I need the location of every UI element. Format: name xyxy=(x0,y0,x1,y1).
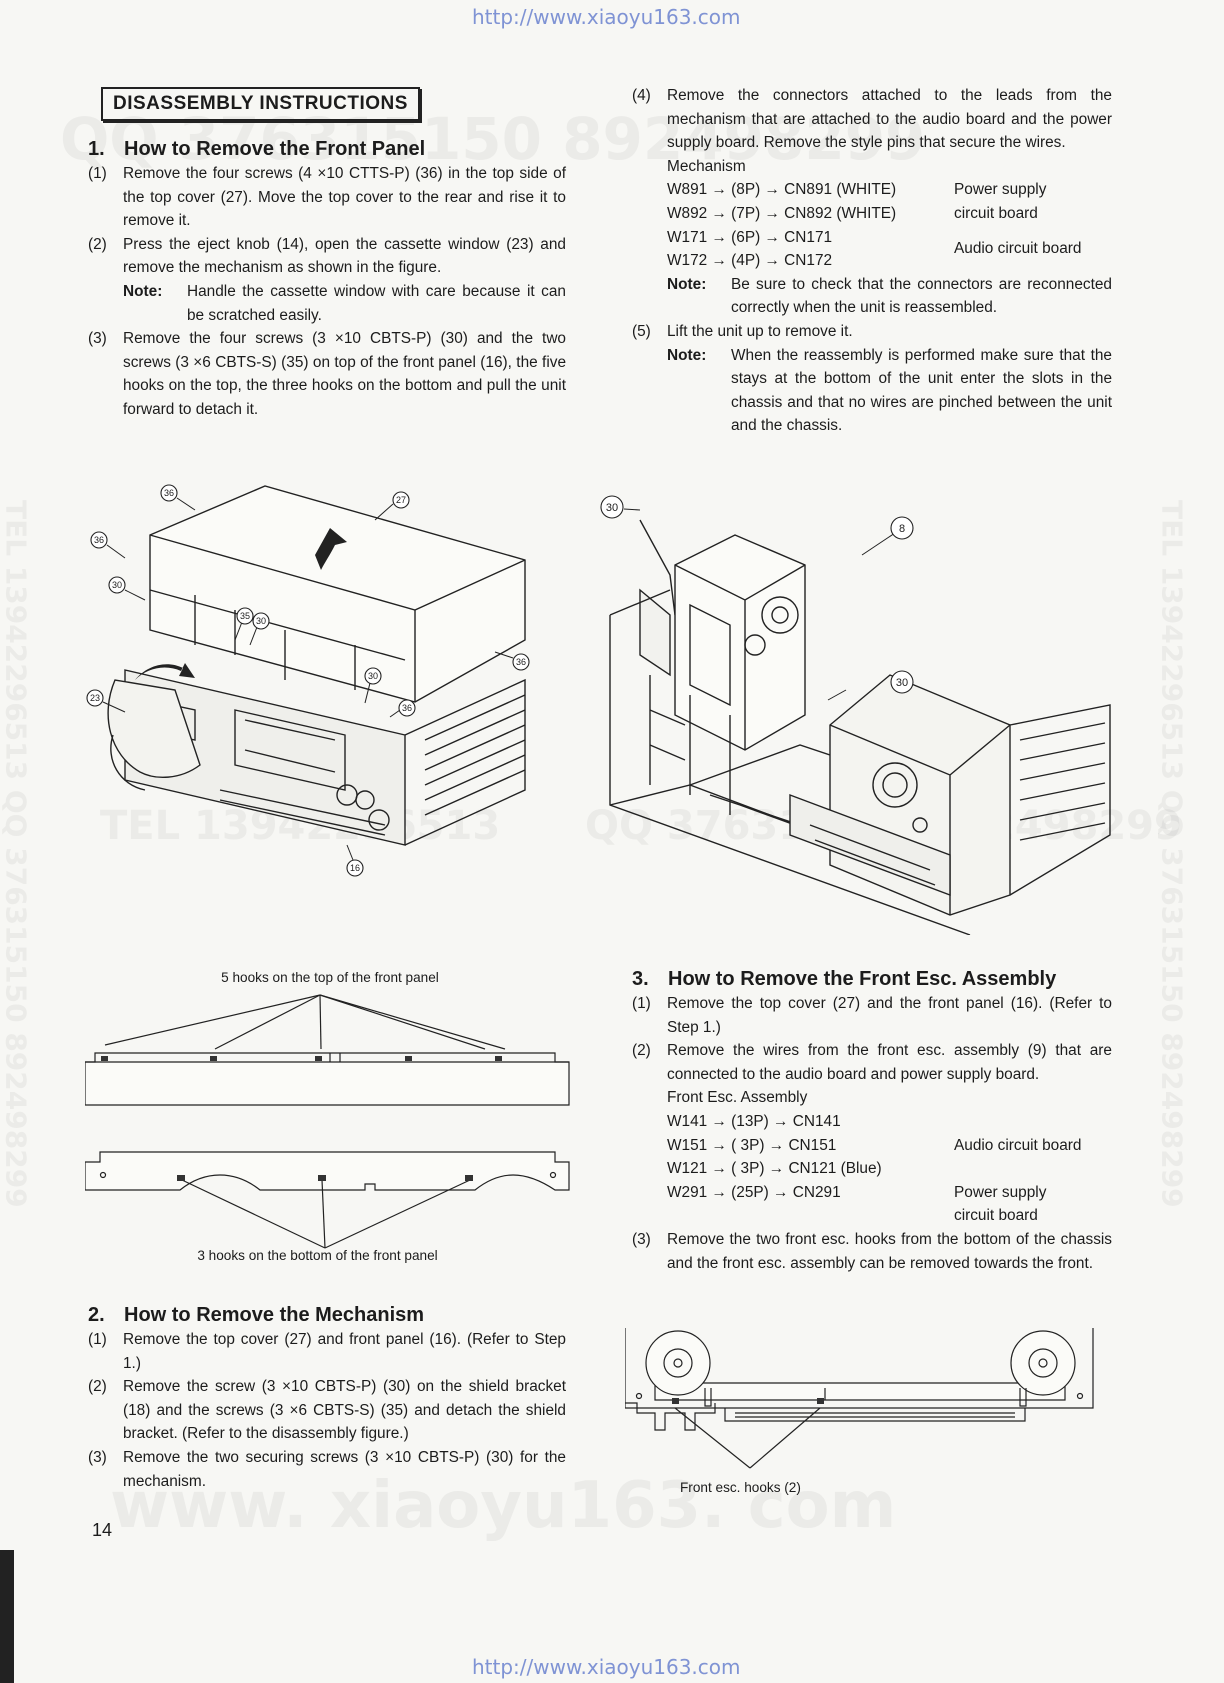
connector-dest: circuit board xyxy=(954,204,1038,222)
callout-30: 30 xyxy=(256,616,266,626)
callout-30: 30 xyxy=(606,502,618,514)
watermark-vertical-right: TEL 13942296513 QQ 376315150 892498299 xyxy=(1155,500,1189,1208)
connector-row: W172 → (4P) → CN172 xyxy=(667,252,833,270)
header-url[interactable]: http://www.xiaoyu163.com xyxy=(472,5,741,29)
mechanism-label: Mechanism xyxy=(667,157,746,175)
connector-dest: Audio circuit board xyxy=(954,1136,1082,1154)
callout-36: 36 xyxy=(516,657,526,667)
front-esc-connector-table: Front Esc. Assembly W141 → (13P) → CN141… xyxy=(632,1086,1112,1228)
section-front-panel-continued: (4)Remove the connectors attached to the… xyxy=(632,84,1112,438)
connector-dest: Power supply xyxy=(954,1183,1047,1201)
callout-23: 23 xyxy=(90,693,100,703)
front-esc-hooks-caption: Front esc. hooks (2) xyxy=(680,1480,801,1495)
section-1-note-2: Note:Be sure to check that the connector… xyxy=(667,275,1112,317)
connector-dest: Power supply xyxy=(954,181,1047,199)
callout-8: 8 xyxy=(899,523,905,535)
section-3-step-2: (2)Remove the wires from the front esc. … xyxy=(632,1042,1112,1083)
connector-dest: circuit board xyxy=(954,1207,1038,1225)
section-1-step-4: (4)Remove the connectors attached to the… xyxy=(632,87,1112,152)
callout-16: 16 xyxy=(350,863,360,873)
front-esc-label: Front Esc. Assembly xyxy=(667,1089,808,1107)
section-1-heading: 1.How to Remove the Front Panel xyxy=(88,138,426,160)
section-1-step-3: (3)Remove the four screws (3 ×10 CBTS-P)… xyxy=(88,330,566,418)
section-front-esc: 3.How to Remove the Front Esc. Assembly … xyxy=(632,966,1112,1275)
scan-edge xyxy=(0,1550,14,1683)
document-title: DISASSEMBLY INSTRUCTIONS xyxy=(101,87,420,121)
mechanism-connector-table: Mechanism W891 → (8P) → CN891 (WHITE) Po… xyxy=(632,155,1112,320)
section-2-heading: 2.How to Remove the Mechanism xyxy=(88,1304,425,1326)
section-1-note: Note:Handle the cassette window with car… xyxy=(123,282,566,324)
connector-row: W891 → (8P) → CN891 (WHITE) xyxy=(667,181,897,199)
connector-row: W151 → ( 3P) → CN151 xyxy=(667,1136,837,1154)
top-hooks-figure xyxy=(85,994,570,1106)
page-number: 14 xyxy=(92,1520,113,1540)
callout-36: 36 xyxy=(94,535,104,545)
watermark-vertical-left: TEL 13942296513 QQ 376315150 892498299 xyxy=(0,500,33,1208)
section-3-heading: 3.How to Remove the Front Esc. Assembly xyxy=(632,968,1057,990)
callout-30: 30 xyxy=(896,677,908,689)
callout-36: 36 xyxy=(402,703,412,713)
connector-row xyxy=(667,1204,954,1228)
callout-36: 36 xyxy=(164,488,174,498)
bottom-hooks-caption: 3 hooks on the bottom of the front panel xyxy=(197,1248,438,1263)
callout-35: 35 xyxy=(240,611,250,621)
top-hooks-caption: 5 hooks on the top of the front panel xyxy=(221,970,439,985)
connector-dest xyxy=(954,1110,1112,1134)
connector-row: W892 → (7P) → CN892 (WHITE) xyxy=(667,204,897,222)
mechanism-removal-figure: 30 8 30 xyxy=(600,495,1111,935)
front-esc-hooks-figure xyxy=(625,1328,1094,1469)
connector-row: W121 → ( 3P) → CN121 (Blue) xyxy=(667,1160,882,1178)
section-1-step-2: (2)Press the eject knob (14), open the c… xyxy=(88,235,566,277)
section-3-step-3: (3)Remove the two front esc. hooks from … xyxy=(632,1230,1112,1272)
section-2-step-3: (3)Remove the two securing screws (3 ×10… xyxy=(88,1448,566,1490)
section-3-step-1: (1)Remove the top cover (27) and the fro… xyxy=(632,995,1112,1036)
footer-url[interactable]: http://www.xiaoyu163.com xyxy=(472,1655,741,1679)
bottom-hooks-figure xyxy=(85,1151,570,1249)
section-mechanism: 2.How to Remove the Mechanism (1)Remove … xyxy=(88,1302,566,1493)
callout-30: 30 xyxy=(368,671,378,681)
section-2-step-1: (1)Remove the top cover (27) and front p… xyxy=(88,1331,566,1372)
callout-27: 27 xyxy=(396,495,406,505)
callout-30: 30 xyxy=(112,580,122,590)
section-front-panel: 1.How to Remove the Front Panel (1)Remov… xyxy=(88,136,566,422)
connector-row: W141 → (13P) → CN141 xyxy=(667,1112,841,1130)
section-1-note-3: Note:When the reassembly is performed ma… xyxy=(667,346,1112,435)
connector-row: W291 → (25P) → CN291 xyxy=(667,1183,841,1201)
connector-row: W171 → (6P) → CN171 xyxy=(667,228,833,246)
connector-dest: Audio circuit board xyxy=(954,240,1082,258)
front-panel-removal-figure: 36 36 30 35 30 27 36 30 36 23 16 xyxy=(86,484,530,877)
section-1-step-1: (1)Remove the four screws (4 ×10 CTTS-P)… xyxy=(88,165,566,230)
section-1-step-5: (5)Lift the unit up to remove it. xyxy=(632,322,853,340)
section-2-step-2: (2)Remove the screw (3 ×10 CBTS-P) (30) … xyxy=(88,1378,566,1443)
connector-dest xyxy=(954,1157,1112,1181)
